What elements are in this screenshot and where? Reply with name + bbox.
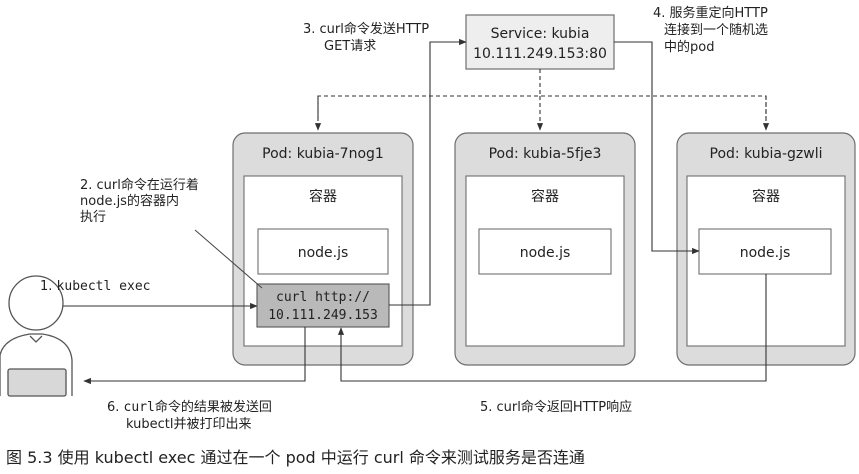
step3-line2: GET请求 — [324, 39, 376, 54]
step6-line2: kubectl并被打印出来 — [126, 417, 251, 432]
nodejs-label: node.js — [740, 245, 791, 261]
nodejs-label: node.js — [520, 245, 571, 261]
step5-label: 5. curl命令返回HTTP响应 — [480, 399, 632, 415]
step2-label: 2. curl命令在运行着 node.js的容器内 执行 — [80, 177, 199, 225]
step3-line1: 3. curl命令发送HTTP — [303, 21, 429, 37]
nodejs-box — [257, 228, 389, 275]
pod-title: Pod: kubia-5fje3 — [489, 146, 602, 162]
pod-title: Pod: kubia-7nog1 — [262, 146, 384, 162]
svg-text:1. kubectl exec: 1. kubectl exec — [40, 279, 150, 294]
svg-text:6. curl命令的结果被发送回: 6. curl命令的结果被发送回 — [107, 399, 272, 415]
step4-line3: 中的pod — [664, 39, 714, 55]
service-box: Service: kubia 10.111.249.153:80 — [465, 14, 615, 70]
http-request-arrow — [389, 38, 467, 306]
service-redirect-arrow — [614, 41, 700, 255]
step1-number: 1. — [40, 279, 57, 294]
step4-line1: 4. 服务重定向HTTP — [653, 5, 768, 21]
http-response-arrow — [337, 274, 767, 382]
container-label: 容器 — [309, 188, 337, 205]
figure-caption: 图 5.3 使用 kubectl exec 通过在一个 pod 中运行 curl… — [6, 448, 585, 467]
user-at-laptop-icon — [0, 275, 73, 397]
step6-number: 6. — [107, 400, 124, 415]
result-return-arrow — [83, 327, 306, 385]
step6-label: 6. curl命令的结果被发送回 kubectl并被打印出来 — [107, 399, 272, 432]
nodejs-box — [698, 228, 832, 275]
nodejs-label: node.js — [298, 245, 349, 261]
step1-label: 1. kubectl exec — [40, 279, 150, 294]
step2-line1: 2. curl命令在运行着 — [80, 177, 199, 193]
container-label: 容器 — [531, 188, 559, 205]
step6-command: curl — [124, 400, 155, 415]
step1-command: kubectl exec — [57, 279, 151, 294]
step6-text: 命令的结果被发送回 — [155, 399, 272, 415]
step3-label: 3. curl命令发送HTTP GET请求 — [303, 21, 429, 54]
container-label: 容器 — [752, 188, 780, 205]
curl-command-line1: curl http:// — [276, 290, 370, 305]
pod-title: Pod: kubia-gzwli — [710, 146, 823, 162]
service-name: Service: kubia — [491, 26, 590, 42]
curl-command-line2: 10.111.249.153 — [268, 308, 378, 323]
pod-kubia-5fje3: Pod: kubia-5fje3 容器 node.js — [454, 132, 636, 366]
service-dispatch-arrows — [314, 69, 770, 131]
pod-kubia-7nog1: Pod: kubia-7nog1 容器 node.js curl http://… — [232, 132, 414, 366]
nodejs-box — [478, 228, 612, 275]
step4-line2: 连接到一个随机选 — [664, 22, 768, 38]
service-address: 10.111.249.153:80 — [473, 46, 607, 62]
step2-pointer-line — [194, 229, 263, 289]
step2-line3: 执行 — [80, 210, 106, 225]
step4-label: 4. 服务重定向HTTP 连接到一个随机选 中的pod — [653, 5, 768, 55]
step2-line2: node.js的容器内 — [80, 193, 179, 209]
